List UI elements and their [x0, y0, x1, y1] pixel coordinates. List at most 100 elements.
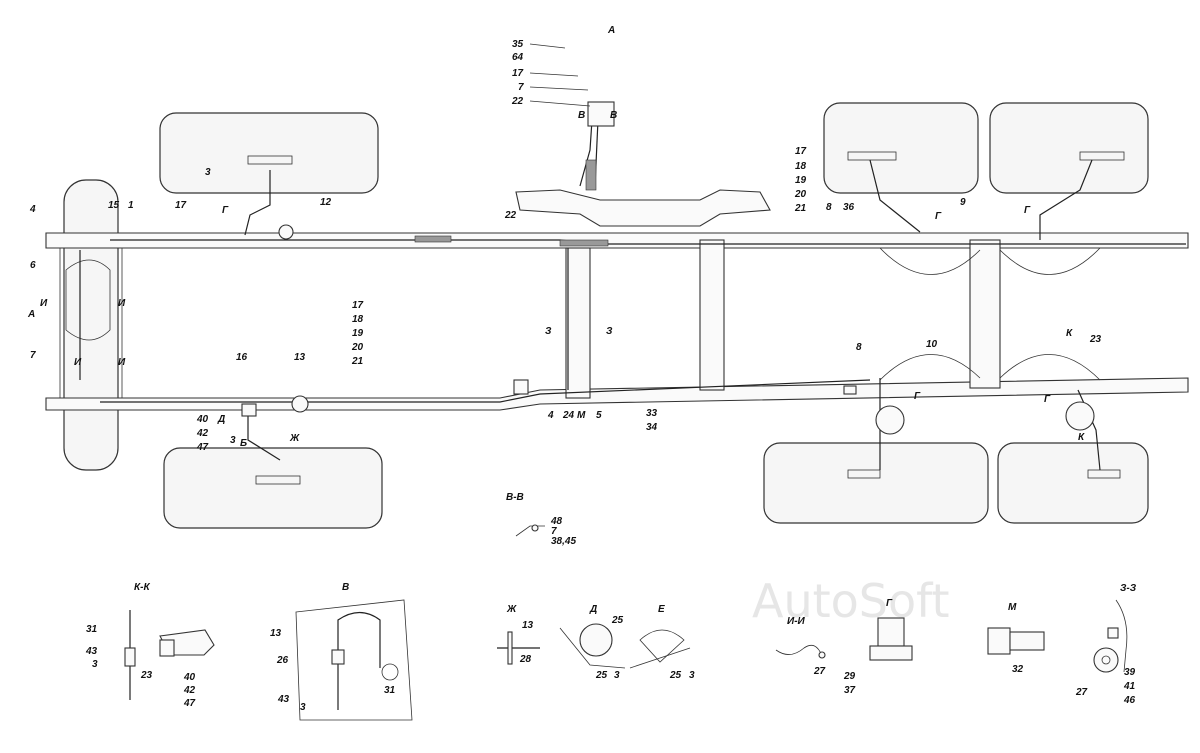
- marker-V-1: В: [578, 110, 585, 121]
- d-chamber: [579, 623, 613, 657]
- v-fitting: [331, 649, 345, 665]
- label-34: 34: [646, 422, 658, 433]
- view-Zh-title: Ж: [506, 604, 517, 615]
- v-hole: [381, 663, 399, 681]
- kk-valve: [159, 639, 175, 657]
- marker-D: Д: [217, 414, 225, 425]
- crossmember-2: [699, 239, 725, 391]
- label-7-c: 7: [551, 526, 557, 537]
- view-V-title: В: [342, 582, 349, 593]
- label-17-d: 17: [352, 300, 364, 311]
- label-13-a: 13: [294, 352, 306, 363]
- label-7-b: 7: [30, 350, 36, 361]
- v-panel: [295, 599, 413, 721]
- label-22-a: 22: [511, 96, 524, 107]
- marker-Z-2: З: [606, 326, 613, 337]
- view-II-title: И-И: [787, 616, 806, 627]
- view-D-title: Д: [589, 604, 597, 615]
- label-42-b: 42: [183, 685, 196, 696]
- label-23-a: 23: [1089, 334, 1102, 345]
- label-41: 41: [1123, 681, 1136, 692]
- label-22-b: 22: [504, 210, 517, 221]
- marker-Z-1: З: [545, 326, 552, 337]
- zz-line: [1115, 599, 1128, 673]
- kk-fitting: [124, 647, 136, 667]
- leader-17a: [529, 72, 579, 77]
- label-33: 33: [646, 408, 658, 419]
- zz-clamp: [1093, 647, 1119, 673]
- hub-fl: [247, 155, 293, 165]
- label-6: 6: [30, 260, 36, 271]
- label-1: 1: [128, 200, 134, 211]
- label-40-a: 40: [196, 414, 209, 425]
- valve-16: [241, 403, 257, 417]
- label-19-b: 19: [795, 175, 807, 186]
- marker-M: М: [577, 410, 586, 421]
- view-ZZ-title: З-З: [1120, 583, 1137, 594]
- label-18-b: 18: [795, 161, 807, 172]
- label-24: 24: [562, 410, 575, 421]
- label-17-c: 17: [175, 200, 187, 211]
- m-nut: [987, 627, 1011, 655]
- view-KK-title: К-К: [134, 582, 150, 593]
- block-A: [587, 101, 615, 127]
- zz-bolt: [1107, 627, 1119, 639]
- line-rl2-hose: [1039, 159, 1093, 240]
- view-A-title: А: [607, 25, 615, 36]
- g-base: [869, 645, 913, 661]
- marker-K-1: К: [1066, 328, 1073, 339]
- crossmember-1: [565, 247, 591, 399]
- ii-curve: [775, 644, 823, 657]
- label-3-d: 3: [300, 702, 306, 713]
- m-pipe: [1009, 631, 1045, 651]
- label-3-b: 3: [230, 435, 236, 446]
- watermark: AutoSoft: [752, 574, 950, 628]
- marker-G-5: Г: [1044, 394, 1051, 405]
- tire-front-right: [163, 447, 383, 529]
- d-bracket: [559, 627, 626, 669]
- view-VV-title: В-В: [506, 492, 524, 503]
- label-3-a: 3: [205, 167, 211, 178]
- label-47-b: 47: [183, 698, 196, 709]
- label-48: 48: [550, 516, 563, 527]
- label-17-b: 17: [795, 146, 807, 157]
- label-8-a: 8: [826, 202, 832, 213]
- label-25-c: 25: [669, 670, 682, 681]
- hub-rr1: [847, 469, 881, 479]
- label-7-a: 7: [518, 82, 524, 93]
- marker-K-2: К: [1078, 432, 1085, 443]
- marker-B: Б: [240, 438, 247, 449]
- label-47-a: 47: [196, 442, 209, 453]
- label-17-a: 17: [512, 68, 524, 79]
- hub-rl1: [847, 151, 897, 161]
- line-fl-hose: [244, 170, 271, 236]
- line-to-A: [579, 119, 593, 187]
- view-M-title: М: [1008, 602, 1017, 613]
- fitting-4: [513, 379, 529, 395]
- line-fr-hose: [247, 405, 281, 461]
- label-35: 35: [512, 39, 524, 50]
- label-25-b: 25: [595, 670, 608, 681]
- marker-I-1: И: [40, 298, 48, 309]
- label-25-a: 25: [611, 615, 624, 626]
- label-3-c: 3: [92, 659, 98, 670]
- leader-35: [529, 43, 566, 49]
- e-chamber: [639, 629, 685, 663]
- valve-13: [291, 395, 309, 413]
- label-36: 36: [843, 202, 855, 213]
- view-E-title: Е: [658, 604, 665, 615]
- label-43-a: 43: [85, 646, 98, 657]
- label-40-b: 40: [183, 672, 196, 683]
- line-rl1-hose: [869, 159, 921, 233]
- marker-G-1: Г: [222, 205, 229, 216]
- g-block: [877, 617, 905, 647]
- label-19-d: 19: [352, 328, 364, 339]
- ii-clip: [818, 651, 826, 659]
- marker-I-2: И: [118, 298, 126, 309]
- marker-Zh: Ж: [289, 433, 300, 444]
- label-16: 16: [236, 352, 248, 363]
- valve-12: [278, 224, 294, 240]
- label-20-b: 20: [794, 189, 807, 200]
- marker-G-4: Г: [914, 391, 921, 402]
